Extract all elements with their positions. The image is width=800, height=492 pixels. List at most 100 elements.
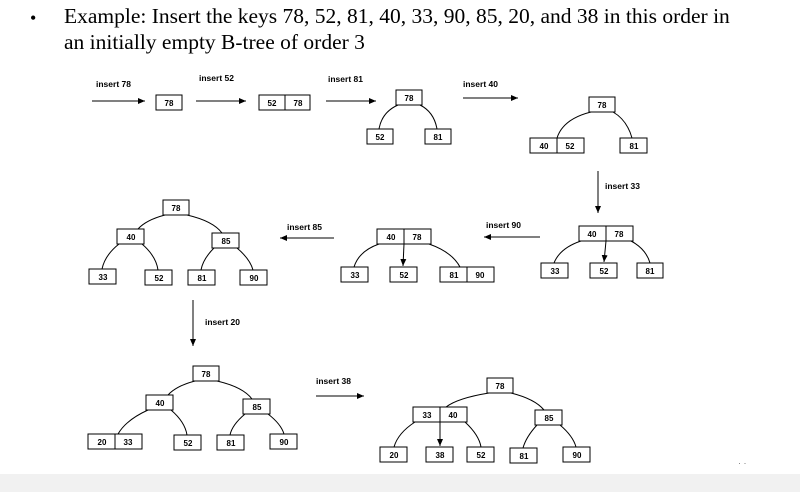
tree-edge [428,243,461,268]
node-box [619,137,648,154]
node-box [425,446,454,463]
tree-edge [630,240,651,264]
tree-edge [553,240,582,264]
node-key-20: 20 [98,438,107,447]
node-box [424,128,452,145]
tree-edge [236,247,254,271]
node-box [589,262,618,279]
node-key-52: 52 [184,439,193,448]
node-key-40: 40 [449,411,458,420]
node-key-81: 81 [520,452,529,461]
tree-edge [186,214,223,234]
tree-edge [117,409,149,435]
node-key-78: 78 [202,370,211,379]
node-key-78: 78 [496,382,505,391]
node-key-90: 90 [573,451,582,460]
step-label-insert-40: insert 40 [463,79,498,89]
node-key-85: 85 [545,414,554,423]
node-key-33: 33 [99,273,108,282]
node-key-90: 90 [280,438,289,447]
node-box [145,394,174,411]
node-key-40: 40 [540,142,549,151]
tree-edge [464,421,482,448]
step-label-insert-78: insert 78 [96,79,131,89]
node-box [534,409,563,426]
node-box [562,446,591,463]
node-key-33: 33 [551,267,560,276]
node-key-81: 81 [227,439,236,448]
tree-edge [419,104,438,130]
node-box [395,89,423,106]
tree-edge [101,243,120,270]
tree-edge [559,424,577,448]
node-key-38: 38 [436,451,445,460]
node-key-33: 33 [423,411,432,420]
tree-edge [522,424,538,449]
node-key-52: 52 [155,274,164,283]
tree-edge [167,380,196,396]
node-key-40: 40 [127,233,136,242]
tree-edge [267,413,285,435]
heading-line-1: Example: Insert the keys 78, 52, 81, 40,… [64,4,730,28]
node-key-78: 78 [294,99,303,108]
tree-edge [137,214,166,230]
node-box [486,377,514,394]
node-key-90: 90 [476,271,485,280]
node-key-52: 52 [600,267,609,276]
step-label-insert-52: insert 52 [199,73,234,83]
node-key-81: 81 [198,274,207,283]
step-label-insert-81: insert 81 [328,74,363,84]
node-box [588,96,616,113]
node-key-40: 40 [588,230,597,239]
node-box [211,232,240,249]
tree-edge [556,111,592,139]
node-key-52: 52 [400,271,409,280]
node-box [192,365,220,382]
node-key-78: 78 [165,99,174,108]
node-key-40: 40 [387,233,396,242]
node-key-78: 78 [172,204,181,213]
step-label-insert-38: insert 38 [316,376,351,386]
node-box [162,199,190,216]
heading-line-2: an initially empty B-tree of order 3 [64,30,365,54]
node-key-52: 52 [566,142,575,151]
node-box [116,228,145,245]
tree-edge [601,240,608,263]
node-box [366,128,394,145]
node-key-40: 40 [156,399,165,408]
node-box [144,269,173,286]
tree-edge [216,380,253,400]
node-key-90: 90 [250,274,259,283]
tree-edge [393,421,416,448]
node-box [379,446,408,463]
node-key-81: 81 [450,271,459,280]
step-label-insert-33: insert 33 [605,181,640,191]
node-key-81: 81 [646,267,655,276]
tree-edge [612,111,633,139]
node-key-85: 85 [253,403,262,412]
tree-edge [378,104,399,130]
node-key-81: 81 [630,142,639,151]
node-key-52: 52 [268,99,277,108]
node-key-78: 78 [598,101,607,110]
node-key-20: 20 [390,451,399,460]
step-label-insert-90: insert 90 [486,220,521,230]
step-label-insert-85: insert 85 [287,222,322,232]
node-box [389,266,418,283]
bullet: • [30,8,37,28]
node-key-81: 81 [434,133,443,142]
slide-heading: Example: Insert the keys 78, 52, 81, 40,… [64,3,764,55]
node-key-78: 78 [405,94,414,103]
tree-edge [510,392,545,411]
node-key-78: 78 [615,230,624,239]
node-box [155,94,183,111]
node-key-78: 78 [413,233,422,242]
footer-mark: · · [738,458,747,468]
node-key-52: 52 [477,451,486,460]
tree-edge [353,243,380,268]
tree-edge [400,243,407,267]
node-box [239,269,268,286]
tree-edge [141,243,159,271]
